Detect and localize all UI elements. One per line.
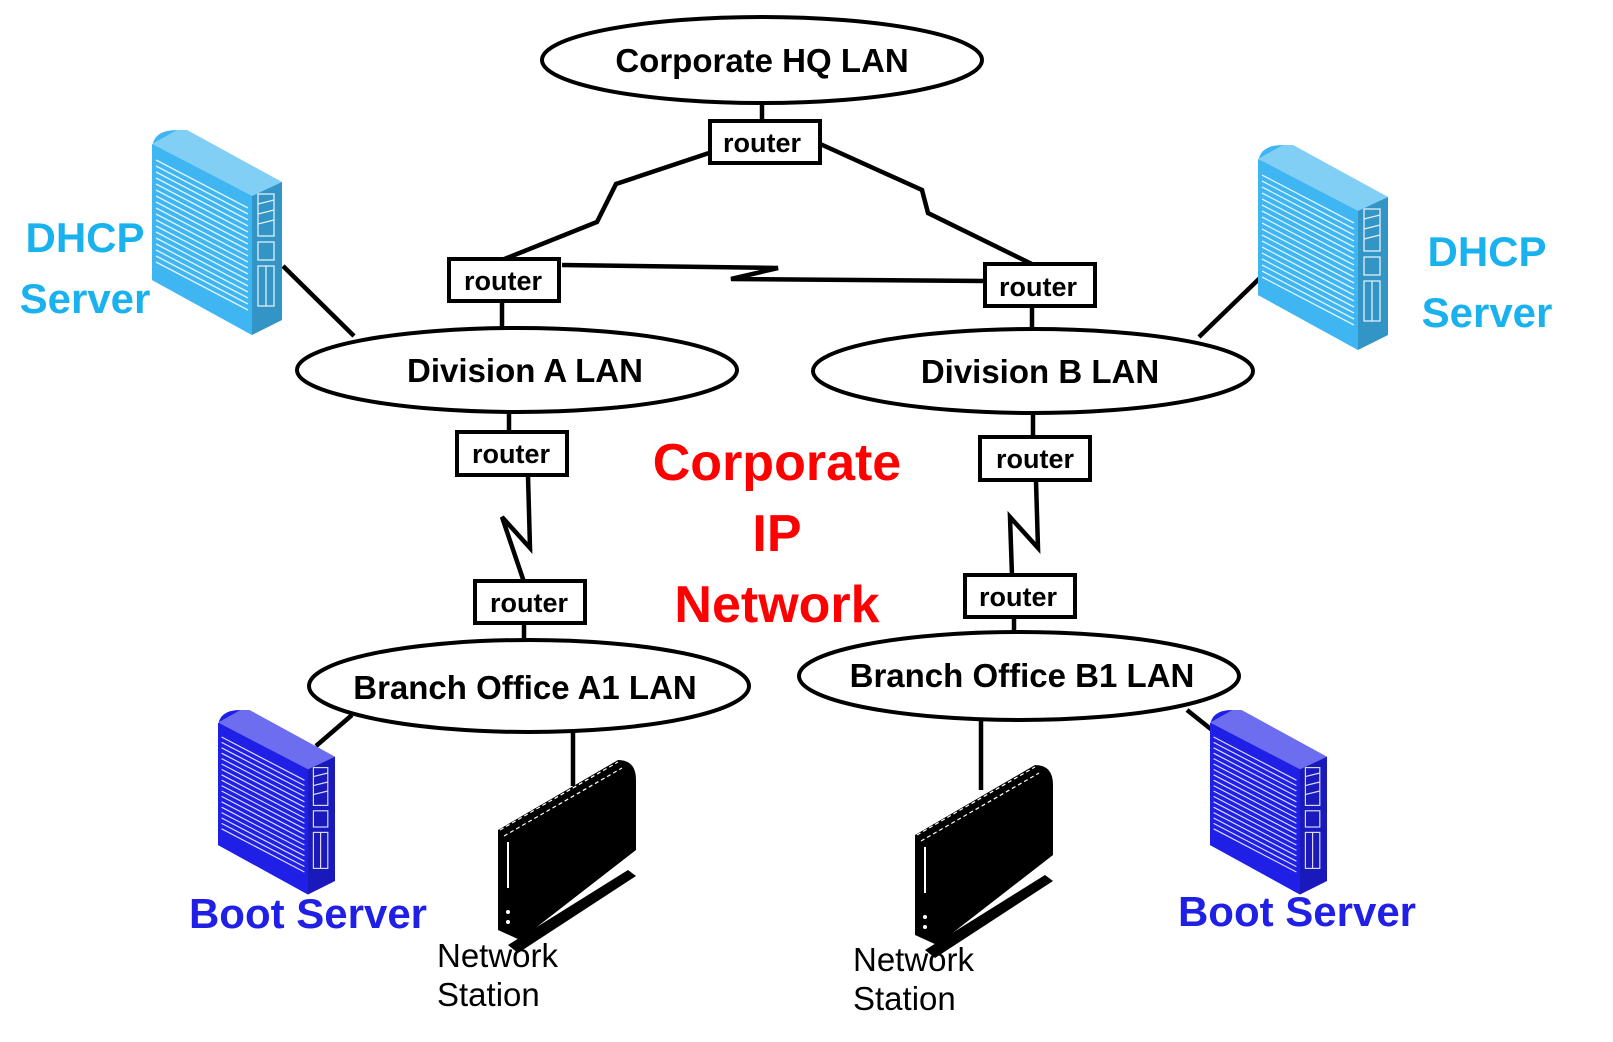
network-title-line3: Network — [674, 576, 879, 634]
router-division-b-lower-label: router — [996, 444, 1075, 474]
router-branch-b1: router — [963, 573, 1077, 619]
boot-server-right-label: Boot Server — [1178, 888, 1416, 935]
dhcp-left-line1: DHCP — [25, 214, 144, 261]
dhcp-server-left-label: DHCP Server — [20, 214, 151, 322]
lan-branch-b1: Branch Office B1 LAN — [797, 630, 1241, 722]
router-branch-a1: router — [473, 579, 587, 625]
router-division-b-upper-label: router — [999, 272, 1078, 302]
router-division-a-lower: router — [455, 430, 569, 477]
station-b1-line1: Network — [853, 941, 975, 978]
router-division-b-lower: router — [978, 435, 1092, 482]
station-b1-line2: Station — [853, 980, 956, 1017]
boot-server-left-label: Boot Server — [189, 890, 427, 937]
station-a1-line1: Network — [437, 937, 559, 974]
dhcp-left-line2: Server — [20, 275, 151, 322]
divb-dhcp-link — [1197, 274, 1264, 339]
network-station-a1-label: Network Station — [437, 937, 559, 1013]
lan-division-b-label: Division B LAN — [921, 353, 1159, 390]
network-station-b1-label: Network Station — [853, 941, 975, 1017]
router-branch-a1-label: router — [490, 588, 569, 618]
network-title: Corporate IP Network — [653, 434, 901, 634]
divb-b1-wan-link — [1007, 480, 1041, 577]
router-division-a-upper: router — [447, 257, 561, 303]
diva-divb-wan-link — [561, 262, 986, 284]
dhcp-server-icon — [1257, 144, 1389, 351]
diva-dhcp-link — [281, 264, 356, 338]
hq-diva-wan-link — [496, 149, 713, 265]
router-division-a-lower-label: router — [472, 439, 551, 469]
router-hq-label: router — [723, 128, 802, 158]
router-hq: router — [708, 119, 822, 165]
router-division-a-upper-label: router — [464, 266, 543, 296]
dhcp-server-icon — [151, 129, 283, 336]
lan-branch-b1-label: Branch Office B1 LAN — [850, 657, 1195, 694]
network-title-line2: IP — [752, 505, 801, 563]
network-title-line1: Corporate — [653, 434, 901, 492]
hq-divb-wan-link — [817, 140, 1045, 273]
a1-boot-link — [314, 713, 354, 748]
router-division-b-upper: router — [983, 262, 1097, 308]
lan-branch-a1: Branch Office A1 LAN — [307, 638, 751, 734]
lan-division-a: Division A LAN — [295, 326, 739, 414]
boot-server-icon — [217, 709, 336, 896]
diva-a1-wan-link — [499, 475, 533, 583]
lan-division-a-label: Division A LAN — [407, 352, 643, 389]
network-station-icon — [497, 759, 637, 954]
dhcp-right-line1: DHCP — [1427, 228, 1546, 275]
network-station-icon — [914, 764, 1054, 959]
lan-hq-label: Corporate HQ LAN — [615, 42, 908, 79]
boot-server-icon — [1209, 709, 1328, 896]
dhcp-right-line2: Server — [1422, 289, 1553, 336]
router-branch-b1-label: router — [979, 582, 1058, 612]
lan-hq: Corporate HQ LAN — [540, 15, 984, 105]
lan-branch-a1-label: Branch Office A1 LAN — [353, 669, 697, 706]
station-a1-line2: Station — [437, 976, 540, 1013]
lan-division-b: Division B LAN — [811, 327, 1255, 415]
dhcp-server-right-label: DHCP Server — [1422, 228, 1553, 336]
